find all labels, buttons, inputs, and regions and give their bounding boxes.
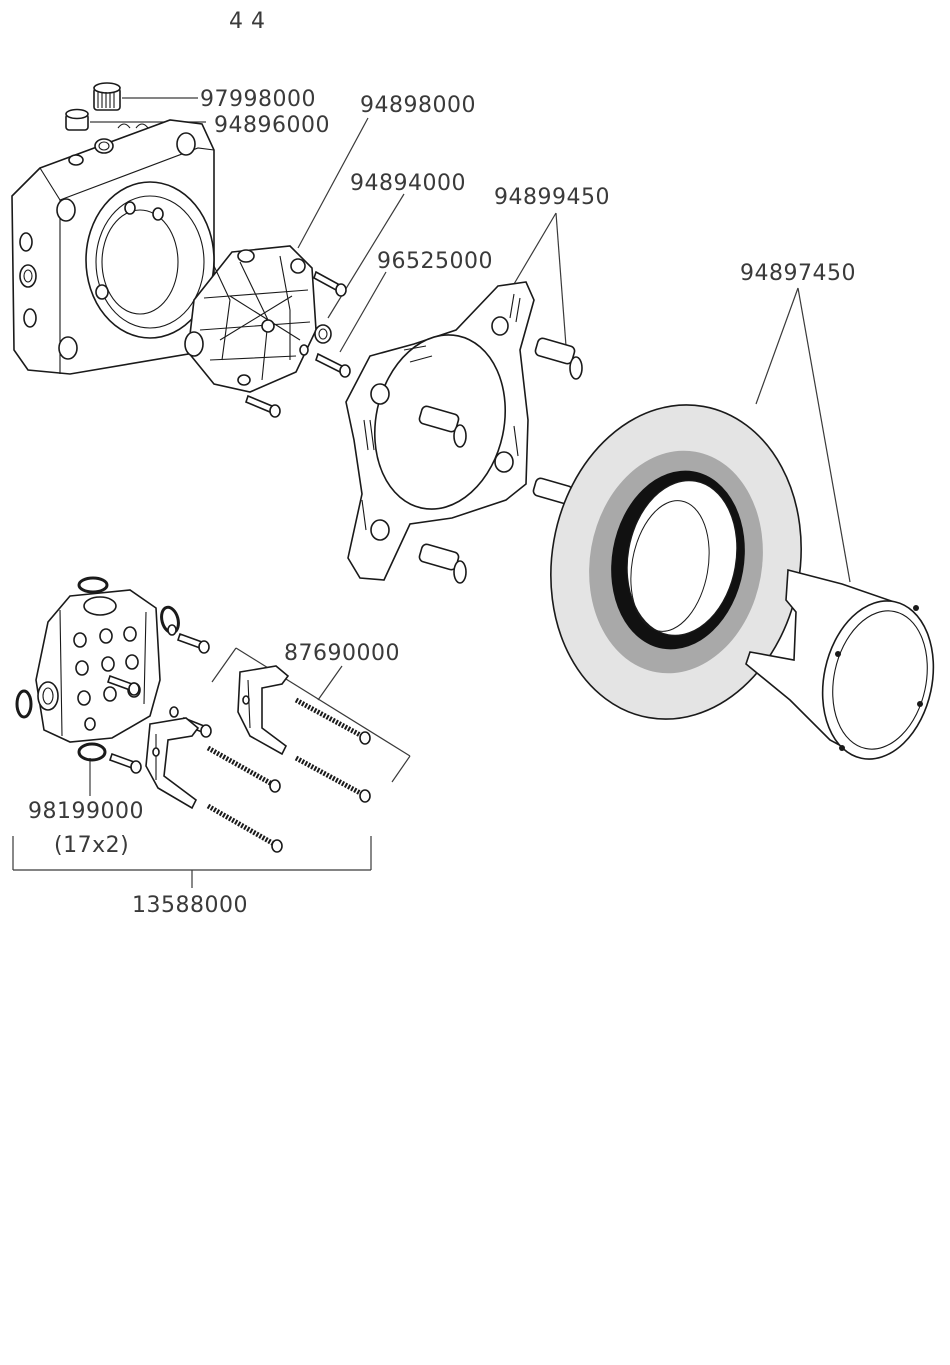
screw-96525000 (316, 354, 350, 377)
cartridge-body (36, 590, 160, 742)
long-screw-1 (296, 700, 370, 744)
screw-bottom-4 (110, 754, 141, 773)
label-97998000: 97998000 (200, 87, 316, 112)
label-98199000-qty: (17x2) (54, 833, 129, 858)
installation-box (12, 120, 214, 374)
o-ring-left (17, 691, 31, 717)
mounting-frame (346, 282, 534, 580)
screw-bottom-1 (178, 634, 209, 653)
o-ring-top (79, 578, 107, 592)
label-87690000: 87690000 (284, 641, 400, 666)
label-94894000: 94894000 (350, 171, 466, 196)
spacer-pin-4 (418, 543, 466, 583)
sleeve-94894000 (315, 325, 331, 343)
long-screw-4 (208, 806, 282, 852)
long-screw-2 (208, 748, 280, 792)
bracket-lower (146, 718, 198, 808)
label-13588000: 13588000 (132, 893, 248, 918)
spacer-pin-2 (534, 337, 582, 379)
o-ring-bottom-98199000 (79, 744, 105, 760)
page-label: 4 4 (229, 9, 266, 34)
washer (300, 345, 308, 355)
label-96525000: 96525000 (377, 249, 493, 274)
label-94899450: 94899450 (494, 185, 610, 210)
label-94896000: 94896000 (214, 113, 330, 138)
bracket-upper (238, 666, 288, 754)
screw-casting-bottom (246, 396, 280, 417)
screw-casting-top (314, 272, 346, 296)
label-98199000: 98199000 (28, 799, 144, 824)
label-94898000: 94898000 (360, 93, 476, 118)
plug-94896000 (66, 110, 88, 131)
long-screw-3 (296, 758, 370, 802)
cap-97998000 (94, 83, 120, 110)
label-94897450: 94897450 (740, 261, 856, 286)
washers-bottom (168, 625, 178, 717)
